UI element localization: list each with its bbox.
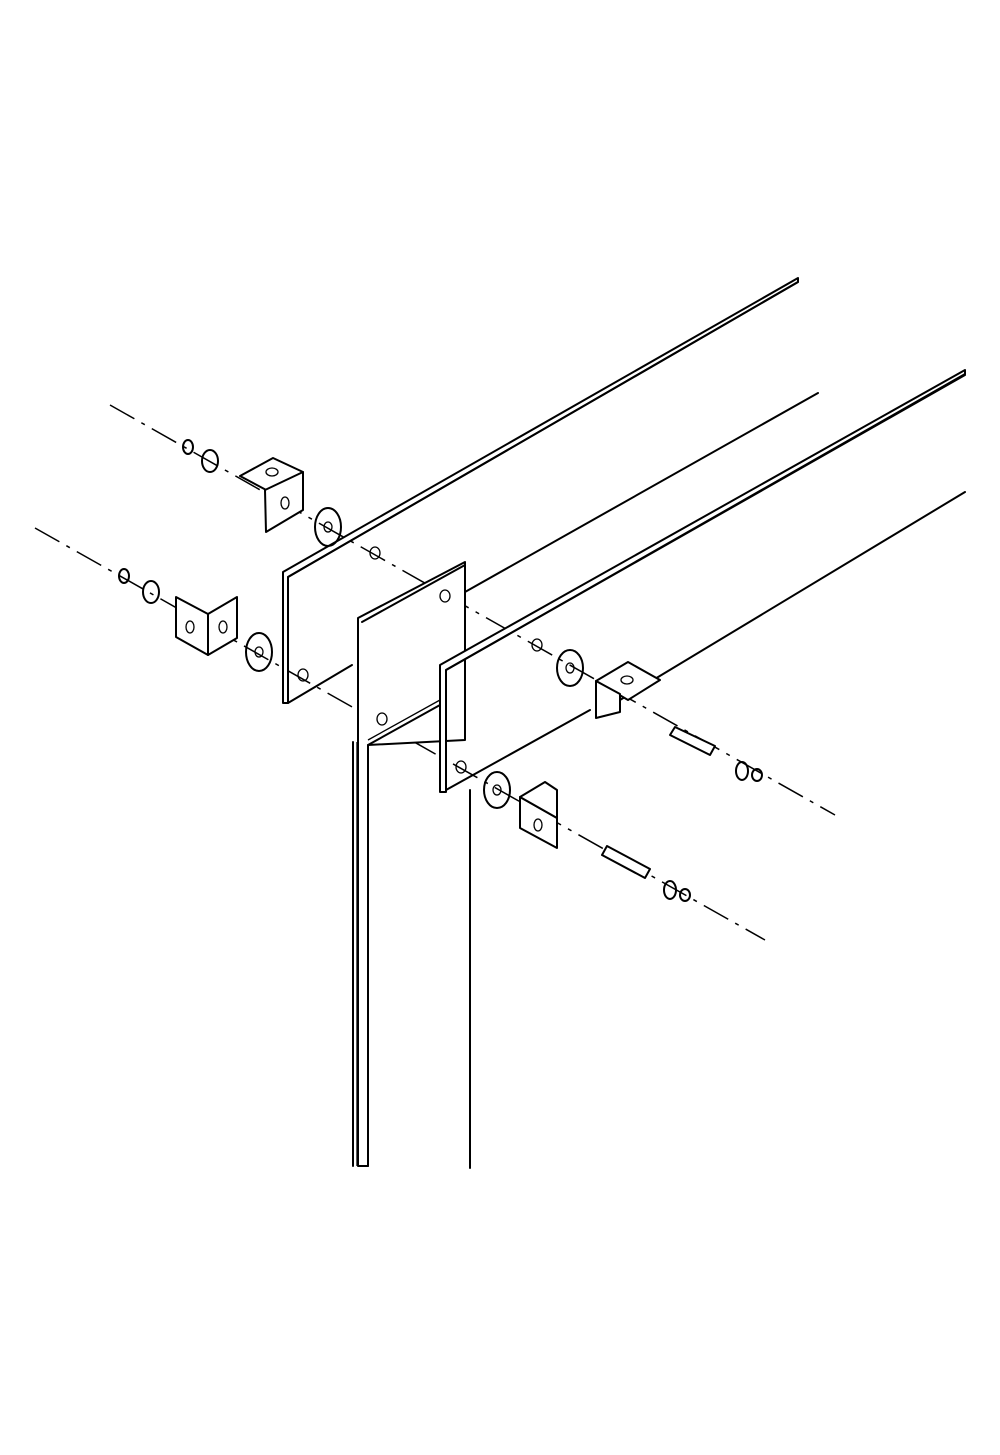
upper-rail-plate — [282, 277, 799, 704]
nut-icon — [182, 439, 194, 455]
pin-icon — [669, 726, 716, 756]
washer-icon — [556, 649, 584, 687]
washer-icon — [483, 771, 511, 809]
upper-left-fasteners — [182, 439, 342, 547]
right-upper-fasteners — [556, 649, 763, 782]
lower-left-fasteners — [118, 568, 273, 672]
pin-icon — [601, 845, 651, 879]
post-plate — [357, 392, 819, 1167]
washer-icon — [245, 632, 273, 672]
washer-icon — [314, 507, 342, 547]
nut-icon — [118, 568, 130, 584]
nut-icon — [679, 888, 691, 902]
right-lower-fasteners — [483, 771, 691, 902]
lower-rail-plate — [439, 369, 966, 793]
nut-icon — [751, 768, 763, 782]
lock-washer-icon — [201, 449, 219, 473]
lock-washer-icon — [142, 580, 160, 604]
